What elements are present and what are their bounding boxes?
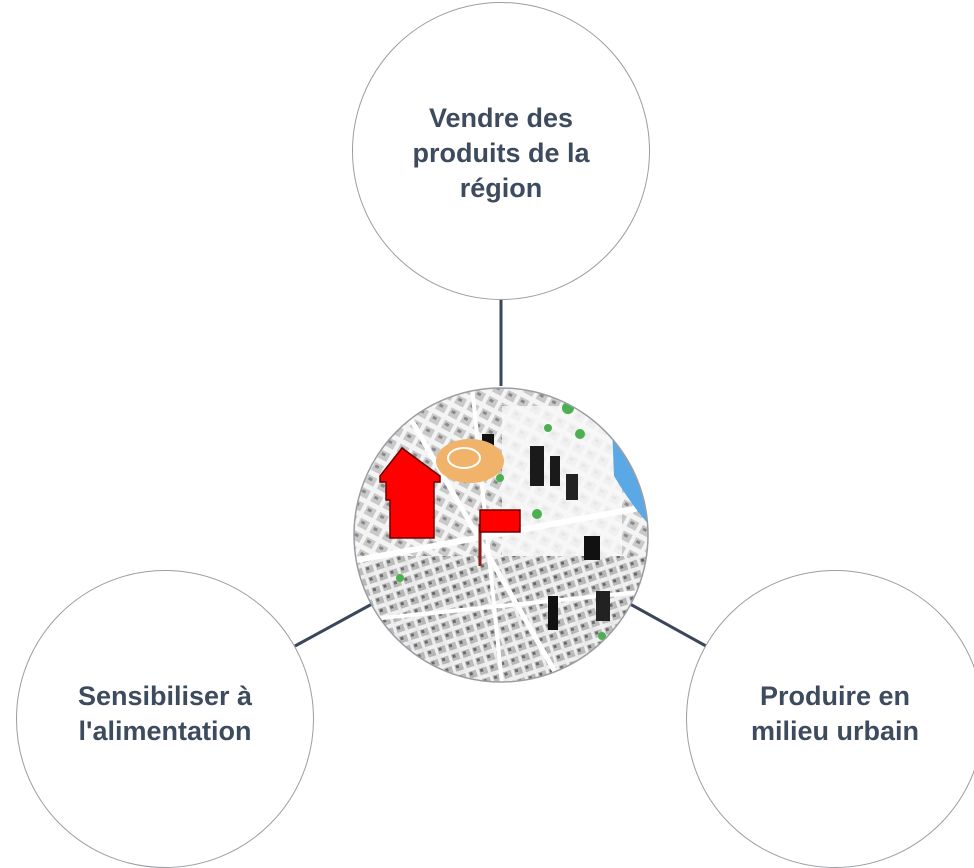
node-top-label: Vendre des produits de la région [412,102,590,203]
node-right-label: Produire en milieu urbain [750,681,920,746]
house-with-flag-on-city-map-icon [353,387,649,683]
node-left: Sensibiliser à l'alimentation [16,570,314,868]
node-left-label: Sensibiliser à l'alimentation [77,681,253,746]
connector-left [294,602,373,648]
node-right: Produire en milieu urbain [686,570,974,868]
node-top: Vendre des produits de la région [352,2,650,300]
connector-right [629,602,707,648]
